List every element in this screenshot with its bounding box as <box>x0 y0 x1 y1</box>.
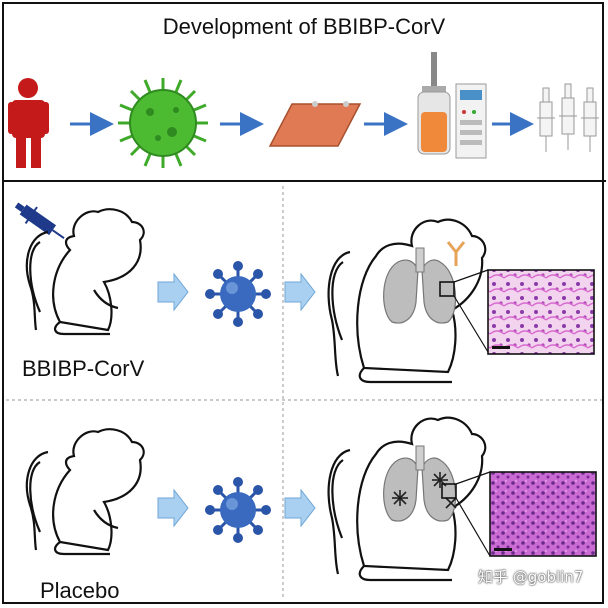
virus-icon <box>118 78 208 168</box>
figure-title: Development of BBIBP-CorV <box>162 14 446 39</box>
vaccine-group-label: BBIBP-CorV <box>22 356 145 381</box>
watermark: 知乎 @goblin7 <box>478 568 584 586</box>
injection-syringe-icon <box>14 202 65 240</box>
light-arrow-4 <box>284 488 316 528</box>
sars-cov-2-virus-icon <box>205 261 271 327</box>
culture-plate-icon <box>268 101 362 147</box>
monkey-vaccinated <box>25 208 145 336</box>
syringe-vials-icon <box>537 83 599 152</box>
histology-inset-placebo <box>489 471 597 557</box>
antibody-icon <box>446 241 466 266</box>
top-divider <box>2 180 606 182</box>
light-arrow-1 <box>157 272 189 312</box>
sars-cov-2-virus-icon-placebo <box>205 477 271 543</box>
monkey-lungs-vaccine <box>327 218 489 384</box>
light-arrow-2 <box>284 272 316 312</box>
histology-inset-vaccine <box>487 269 595 355</box>
human-silhouette-icon <box>8 78 49 168</box>
placebo-group-label: Placebo <box>40 578 120 603</box>
virus-infection-marks <box>392 472 457 509</box>
monkey-lungs-placebo <box>327 416 491 582</box>
light-arrow-3 <box>157 488 189 528</box>
monkey-placebo <box>25 428 145 556</box>
bioreactor-icon <box>417 52 487 159</box>
